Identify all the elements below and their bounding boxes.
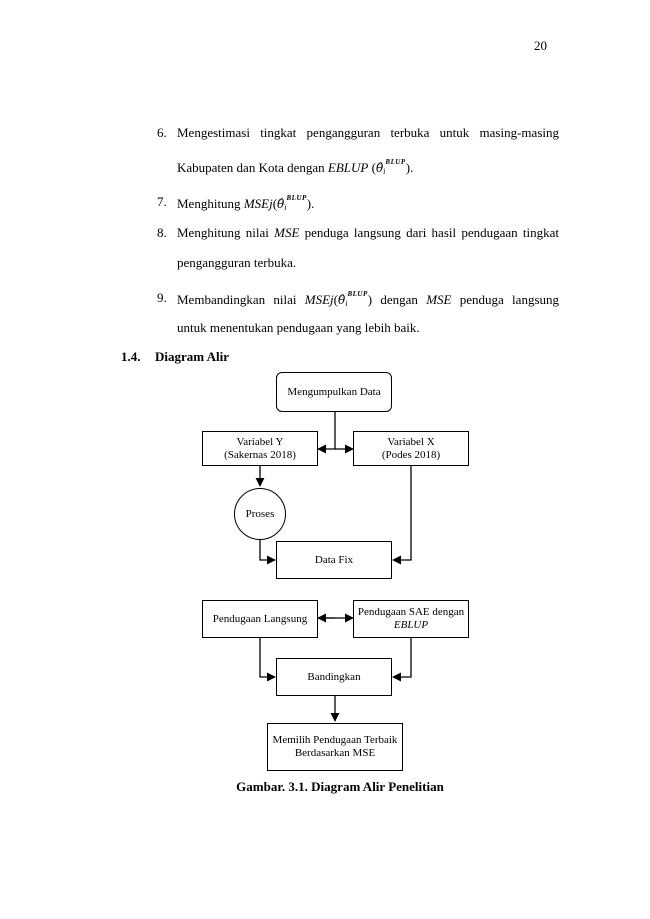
section-number: 1.4. — [121, 349, 141, 364]
item-text: penduga langsung — [451, 292, 560, 307]
node-label: Data Fix — [314, 553, 354, 566]
item-number: 8. — [157, 225, 167, 240]
item-italic: MSE — [274, 225, 300, 240]
arrow-x-to-datafix — [392, 466, 412, 565]
item-text: penduga langsung dari hasil pendugaan ti… — [299, 225, 559, 240]
list-item-6-cont: Kabupaten dan Kota dengan EBLUP (θ̂iBLUP… — [177, 158, 413, 176]
node-collect-data: Mengumpulkan Data — [276, 372, 392, 412]
node-label: Pendugaan SAE dengan — [357, 606, 465, 618]
figure-caption: Gambar. 3.1. Diagram Alir Penelitian — [236, 779, 444, 794]
node-label: Variabel Y — [236, 435, 284, 448]
list-item-9-cont: untuk menentukan pendugaan yang lebih ba… — [177, 320, 420, 335]
item-italic: EBLUP — [327, 160, 369, 175]
item-text: Membandingkan nilai — [177, 292, 305, 307]
theta-symbol: θ̂ — [375, 161, 384, 175]
section-heading: 1.4. Diagram Alir — [121, 349, 229, 365]
item-text: ). — [405, 160, 414, 175]
subscript: i — [284, 203, 287, 212]
node-variable-x: Variabel X (Podes 2018) — [353, 431, 469, 466]
item-line: Menghitung MSEj(θ̂iBLUP). — [177, 194, 559, 212]
node-sublabel: (Podes 2018) — [381, 448, 441, 461]
item-text: Menghitung nilai — [177, 225, 275, 240]
node-compare: Bandingkan — [276, 658, 392, 696]
item-text: ( — [333, 292, 338, 307]
node-label: Memilih Pendugaan Terbaik — [272, 734, 398, 746]
node-label: Bandingkan — [307, 670, 361, 683]
node-label: Mengumpulkan Data — [287, 385, 381, 398]
theta-symbol: θ̂ — [277, 197, 285, 211]
superscript: BLUP — [347, 290, 368, 298]
item-number: 7. — [157, 194, 167, 209]
node-sublabel: (Sakernas 2018) — [224, 448, 296, 461]
list-item-8-cont: pengangguran terbuka. — [177, 255, 297, 270]
node-sublabel: Berdasarkan MSE — [294, 747, 376, 759]
item-line: Mengestimasi tingkat pengangguran terbuk… — [177, 125, 559, 140]
theta-symbol: θ̂ — [338, 293, 346, 307]
item-line: Membandingkan nilai MSEj(θ̂iBLUP) dengan… — [177, 290, 559, 308]
superscript: BLUP — [286, 194, 307, 202]
node-direct-estimation: Pendugaan Langsung — [202, 600, 318, 638]
item-text: ). — [306, 196, 315, 211]
node-process: Proses — [234, 488, 286, 540]
item-text: Kabupaten dan Kota dengan — [177, 160, 328, 175]
list-item-7: 7. Menghitung MSEj(θ̂iBLUP). — [157, 194, 559, 212]
arrow-process-to-datafix — [259, 539, 276, 565]
list-item-6: 6. Mengestimasi tingkat pengangguran ter… — [157, 125, 559, 141]
item-italic: MSEj — [243, 196, 273, 211]
item-number: 9. — [157, 290, 167, 305]
item-text: dengan — [372, 292, 427, 307]
arrow-direct-to-compare — [259, 638, 276, 682]
node-choose-best: Memilih Pendugaan Terbaik Berdasarkan MS… — [267, 723, 403, 771]
item-number: 6. — [157, 125, 167, 140]
page-number: 20 — [534, 38, 547, 53]
list-item-8: 8. Menghitung nilai MSE penduga langsung… — [157, 225, 559, 241]
subscript: i — [345, 299, 348, 308]
item-italic: MSE — [426, 292, 452, 307]
section-title: Diagram Alir — [155, 349, 230, 364]
item-text: ( — [272, 196, 278, 211]
item-text: Menghitung — [177, 196, 244, 211]
item-italic: MSEj — [304, 292, 334, 307]
item-line: Menghitung nilai MSE penduga langsung da… — [177, 225, 559, 241]
item-text: ) — [367, 292, 373, 307]
list-item-9: 9. Membandingkan nilai MSEj(θ̂iBLUP) den… — [157, 290, 559, 308]
node-label: Pendugaan Langsung — [212, 612, 308, 625]
arrow-sae-to-compare — [392, 638, 412, 682]
item-text: ( — [368, 160, 376, 175]
node-label: Proses — [245, 507, 275, 520]
node-label: Variabel X — [387, 435, 435, 448]
subscript: i — [383, 167, 386, 176]
node-sublabel: EBLUP — [393, 619, 429, 631]
node-sae-eblup: Pendugaan SAE dengan EBLUP — [353, 600, 469, 638]
node-variable-y: Variabel Y (Sakernas 2018) — [202, 431, 318, 466]
superscript: BLUP — [385, 158, 406, 166]
node-data-fix: Data Fix — [276, 541, 392, 579]
